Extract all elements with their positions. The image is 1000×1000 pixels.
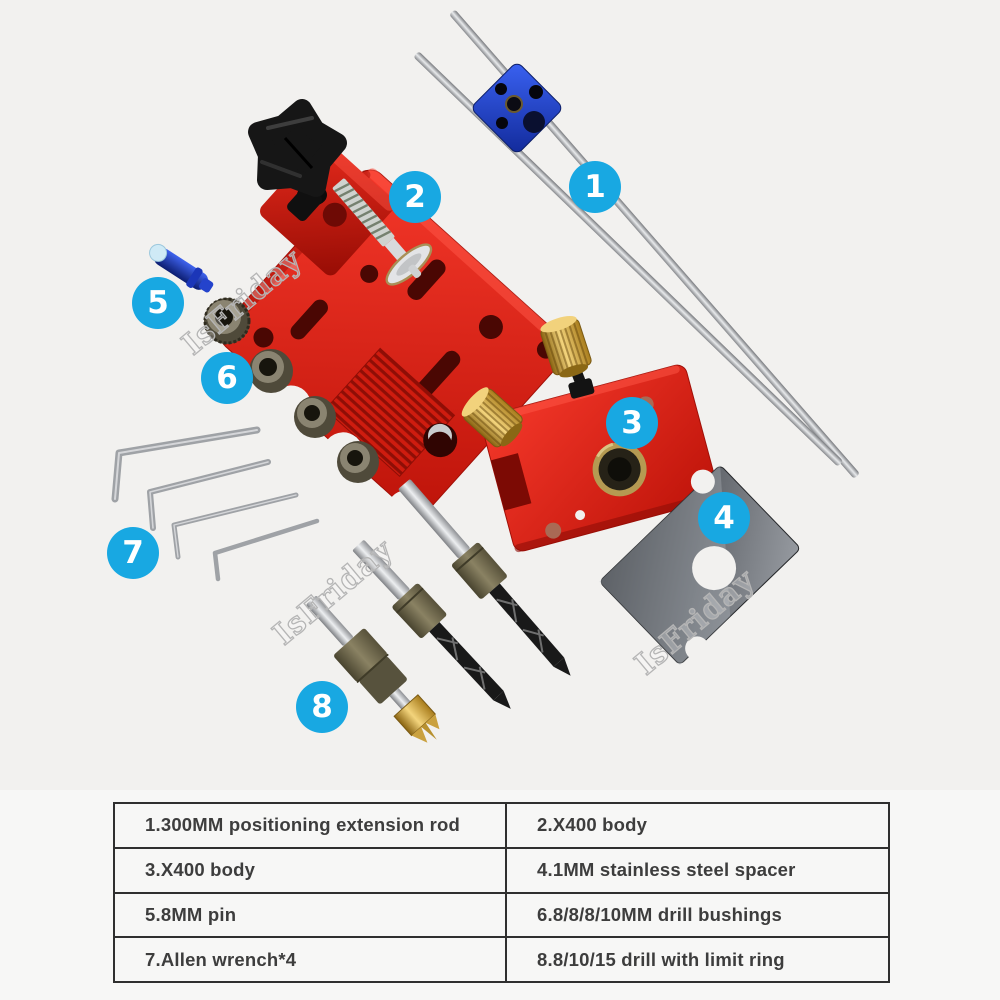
bushing-4 — [337, 441, 379, 483]
table-cell-part-1: 1.300MM positioning extension rod — [115, 804, 505, 847]
table-row: 3.X400 body 4.1MM stainless steel spacer — [115, 848, 888, 892]
callout-3: 3 — [606, 397, 658, 449]
drill-bit-middle — [352, 540, 511, 709]
bushing-3 — [294, 396, 336, 438]
callout-5: 5 — [132, 277, 184, 329]
callout-2-number: 2 — [404, 179, 426, 215]
callout-7: 7 — [107, 527, 159, 579]
table-cell-part-7: 7.Allen wrench*4 — [115, 938, 505, 981]
callout-6: 6 — [201, 352, 253, 404]
parts-legend-table: 1.300MM positioning extension rod 2.X400… — [113, 802, 890, 983]
drill-guide-block — [481, 364, 720, 553]
extension-rods — [414, 10, 859, 478]
table-cell-part-6: 6.8/8/8/10MM drill bushings — [507, 893, 888, 937]
callout-4-number: 4 — [713, 500, 735, 536]
callout-6-number: 6 — [216, 360, 238, 396]
clamp-knob — [248, 99, 347, 222]
callout-4: 4 — [698, 492, 750, 544]
bushing-1 — [203, 297, 251, 345]
table-row: 1.300MM positioning extension rod 2.X400… — [115, 804, 888, 847]
table-row: 7.Allen wrench*4 8.8/10/15 drill with li… — [115, 938, 888, 981]
drill-bushings — [203, 297, 379, 483]
bushing-2 — [249, 349, 293, 393]
clamp-screw — [332, 178, 433, 286]
callout-7-number: 7 — [122, 535, 144, 571]
table-row: 5.8MM pin 6.8/8/8/10MM drill bushings — [115, 893, 888, 937]
table-cell-part-2: 2.X400 body — [507, 804, 888, 847]
callout-2: 2 — [389, 171, 441, 223]
rod-connector-block — [472, 63, 562, 153]
brass-thumb-screw-2 — [461, 387, 523, 448]
pin — [149, 243, 214, 293]
callout-1: 1 — [569, 161, 621, 213]
table-cell-part-3: 3.X400 body — [115, 848, 505, 892]
callout-5-number: 5 — [147, 285, 169, 321]
callout-3-number: 3 — [621, 405, 643, 441]
table-cell-part-4: 4.1MM stainless steel spacer — [507, 848, 888, 892]
allen-wrenches — [111, 426, 320, 582]
table-cell-part-8: 8.8/10/15 drill with limit ring — [507, 938, 888, 981]
callout-1-number: 1 — [584, 169, 606, 205]
drill-bit-right — [398, 479, 571, 676]
allen-wrench-4 — [212, 518, 320, 582]
callout-8: 8 — [296, 681, 348, 733]
product-photo: IsFriday IsFriday IsFriday — [111, 10, 859, 743]
drill-bit-forstner — [306, 596, 440, 743]
callout-8-number: 8 — [311, 689, 333, 725]
table-cell-part-5: 5.8MM pin — [115, 893, 505, 937]
brass-thumb-screw-1 — [540, 315, 592, 378]
